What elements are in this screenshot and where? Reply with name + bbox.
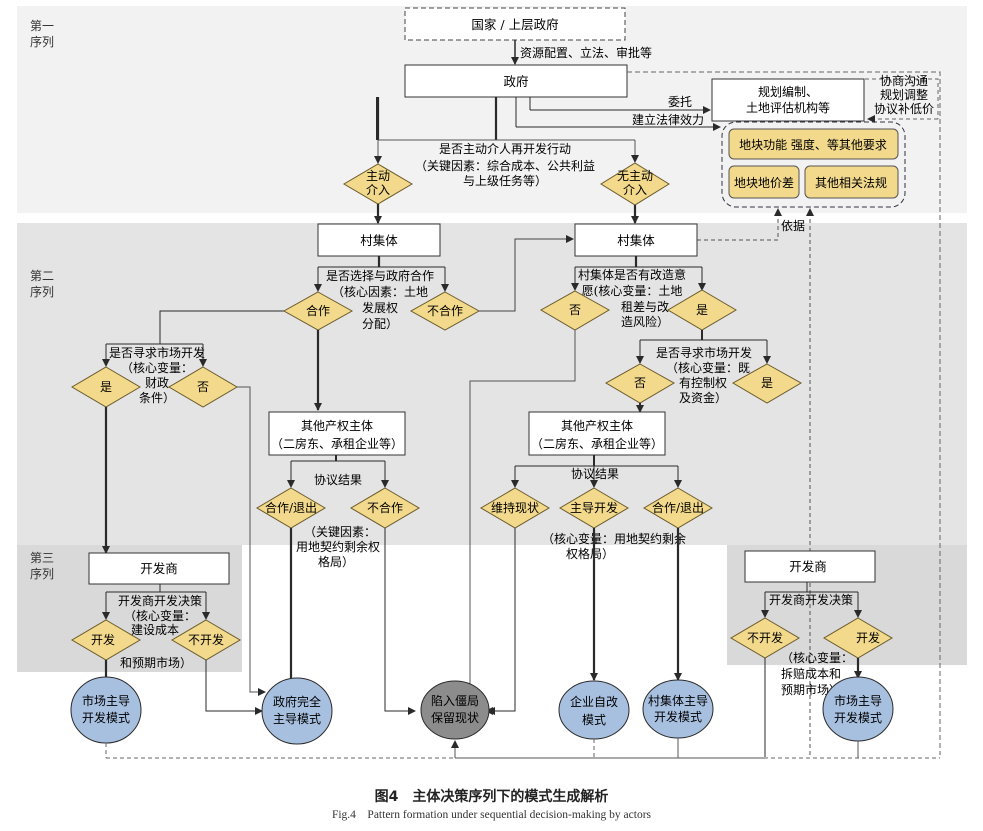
outcome-village-led: 村集体主导开发模式: [642, 679, 714, 739]
outcome-market-led-right: 市场主导开发模式: [822, 676, 894, 742]
svg-text:否: 否: [634, 376, 646, 390]
other-owners-left-label: 其他产权主体（二房东、承租企业等）: [271, 419, 403, 451]
svg-text:陷入僵局保留现状: 陷入僵局保留现状: [431, 693, 479, 725]
svg-text:合作/退出: 合作/退出: [265, 500, 317, 515]
band-label-seq1: 第一序列: [30, 19, 54, 49]
state-edge-label: 资源配置、立法、审批等: [520, 45, 652, 60]
svg-text:市场主导开发模式: 市场主导开发模式: [834, 693, 882, 725]
planning-agency-box: [711, 78, 865, 122]
svg-text:不开发: 不开发: [747, 630, 783, 645]
decision-will-yes: 是: [667, 289, 737, 331]
market-question-right: 是否寻求市场开发（核心变量：既有控制权及资金）: [656, 345, 752, 405]
cooperation-question: 是否选择与政府合作（核心因素：土地发展权分配）: [326, 268, 434, 331]
svg-text:主动介入: 主动介入: [366, 169, 390, 197]
intervene-question: 是否主动介人再开发行动（关键因素：综合成本、公共利益与上级任务等）: [415, 141, 595, 188]
decision-lead-develop: 主导开发: [559, 487, 629, 529]
state-label: 国家 / 上层政府: [471, 17, 558, 32]
village-collective-right-box: [574, 223, 698, 257]
svg-text:维持现状: 维持现状: [491, 500, 539, 515]
req-law-label: 其他相关法规: [815, 175, 887, 190]
village-collective-left-label: 村集体: [360, 233, 398, 248]
outcome-enterprise-self: 企业自改模式: [558, 680, 630, 740]
market-question-left: 是否寻求市场开发（核心变量：财政条件）: [109, 345, 205, 405]
other-owners-right-box: [528, 411, 666, 456]
village-collective-left-box: [317, 223, 441, 257]
other-owners-right-label: 其他产权主体（二房东、承租企业等）: [531, 419, 663, 451]
figure-caption-cn: 图4 主体决策序列下的模式生成解析: [374, 789, 609, 805]
svg-text:否: 否: [569, 303, 581, 317]
village-collective-right-label: 村集体: [617, 233, 655, 248]
svg-text:开发: 开发: [856, 630, 880, 645]
req-price-box: [728, 165, 800, 199]
developer-decision-left: 开发商开发决策（核心变量：建设成本和预期市场）: [118, 593, 202, 670]
government-box: [404, 64, 628, 98]
decision-keep-status: 维持现状: [480, 487, 550, 529]
decision-active-intervene: 主动介入: [343, 163, 413, 205]
decision-market-right-yes: 是: [731, 363, 803, 404]
req-price-label: 地块地价差: [734, 176, 794, 190]
svg-text:是: 是: [100, 380, 112, 394]
svg-text:合作/退出: 合作/退出: [652, 500, 704, 515]
decision-not-cooperate: 不合作: [409, 291, 481, 331]
band-label-seq3: 第三序列: [30, 551, 54, 581]
left-agreement-note: （关键因素：用地契约剩余权格局）: [296, 525, 380, 569]
decision-no-intervene: 无主动介入: [600, 162, 670, 206]
svg-text:企业自改模式: 企业自改模式: [570, 694, 618, 727]
svg-text:市场主导开发模式: 市场主导开发模式: [82, 693, 130, 725]
svg-text:不合作: 不合作: [427, 303, 463, 318]
svg-text:开发: 开发: [91, 632, 115, 647]
figure-caption-en: Fig.4 Pattern formation under sequential…: [331, 809, 652, 821]
willingness-question: 村集体是否有改造意愿(核心变量：土地租差与改造风险）: [578, 267, 686, 329]
developer-right-label: 开发商: [789, 559, 827, 574]
band-label-seq2: 第二序列: [30, 269, 54, 299]
developer-right-box: [744, 550, 876, 583]
svg-text:不合作: 不合作: [367, 500, 403, 515]
developer-left-label: 开发商: [140, 561, 178, 576]
agreement-result-right: 协议结果: [571, 466, 619, 481]
other-owners-left-box: [268, 411, 406, 456]
svg-text:不开发: 不开发: [188, 632, 224, 647]
legal-effect-label: 建立法律效力: [632, 112, 704, 127]
negotiate-label: 协商沟通规划调整协议补低价: [874, 73, 934, 116]
entrust-label: 委托: [668, 95, 692, 109]
outcome-government-led: 政府完全主导模式: [261, 677, 333, 745]
svg-text:主导开发: 主导开发: [570, 500, 618, 515]
developer-left-box: [88, 552, 230, 585]
req-function-box: [728, 128, 899, 160]
svg-text:是: 是: [761, 376, 773, 390]
svg-text:合作: 合作: [306, 303, 330, 318]
outcome-deadlock: 陷入僵局保留现状: [420, 680, 490, 740]
svg-text:否: 否: [197, 380, 209, 394]
svg-text:是: 是: [696, 303, 708, 317]
decision-left-not-coop: 不合作: [350, 487, 420, 529]
developer-right-note: （核心变量：拆赔成本和预期市场）: [781, 650, 853, 697]
req-law-box: [804, 165, 899, 199]
right-agreement-note: （核心变量：用地契约剩余权格局）: [542, 531, 686, 561]
decision-left-coop-exit: 合作/退出: [256, 487, 326, 529]
svg-text:政府完全主导模式: 政府完全主导模式: [273, 694, 321, 726]
planning-agency-label: 规划编制、土地评估机构等: [746, 84, 830, 115]
svg-text:村集体主导开发模式: 村集体主导开发模式: [648, 693, 708, 724]
outcome-market-led-left: 市场主导开发模式: [70, 676, 142, 744]
agreement-result-left: 协议结果: [314, 472, 362, 487]
decision-developer-right-no-develop: 不开发: [730, 617, 800, 659]
req-function-label: 地块功能 强度、等其他要求: [739, 137, 887, 152]
developer-decision-right: 开发商开发决策: [769, 592, 853, 607]
state-box: [404, 7, 626, 41]
decision-no-left: 否: [168, 366, 238, 408]
basis-label: 依据: [781, 218, 805, 233]
svg-text:无主动介入: 无主动介入: [617, 169, 653, 197]
government-label: 政府: [503, 74, 528, 89]
